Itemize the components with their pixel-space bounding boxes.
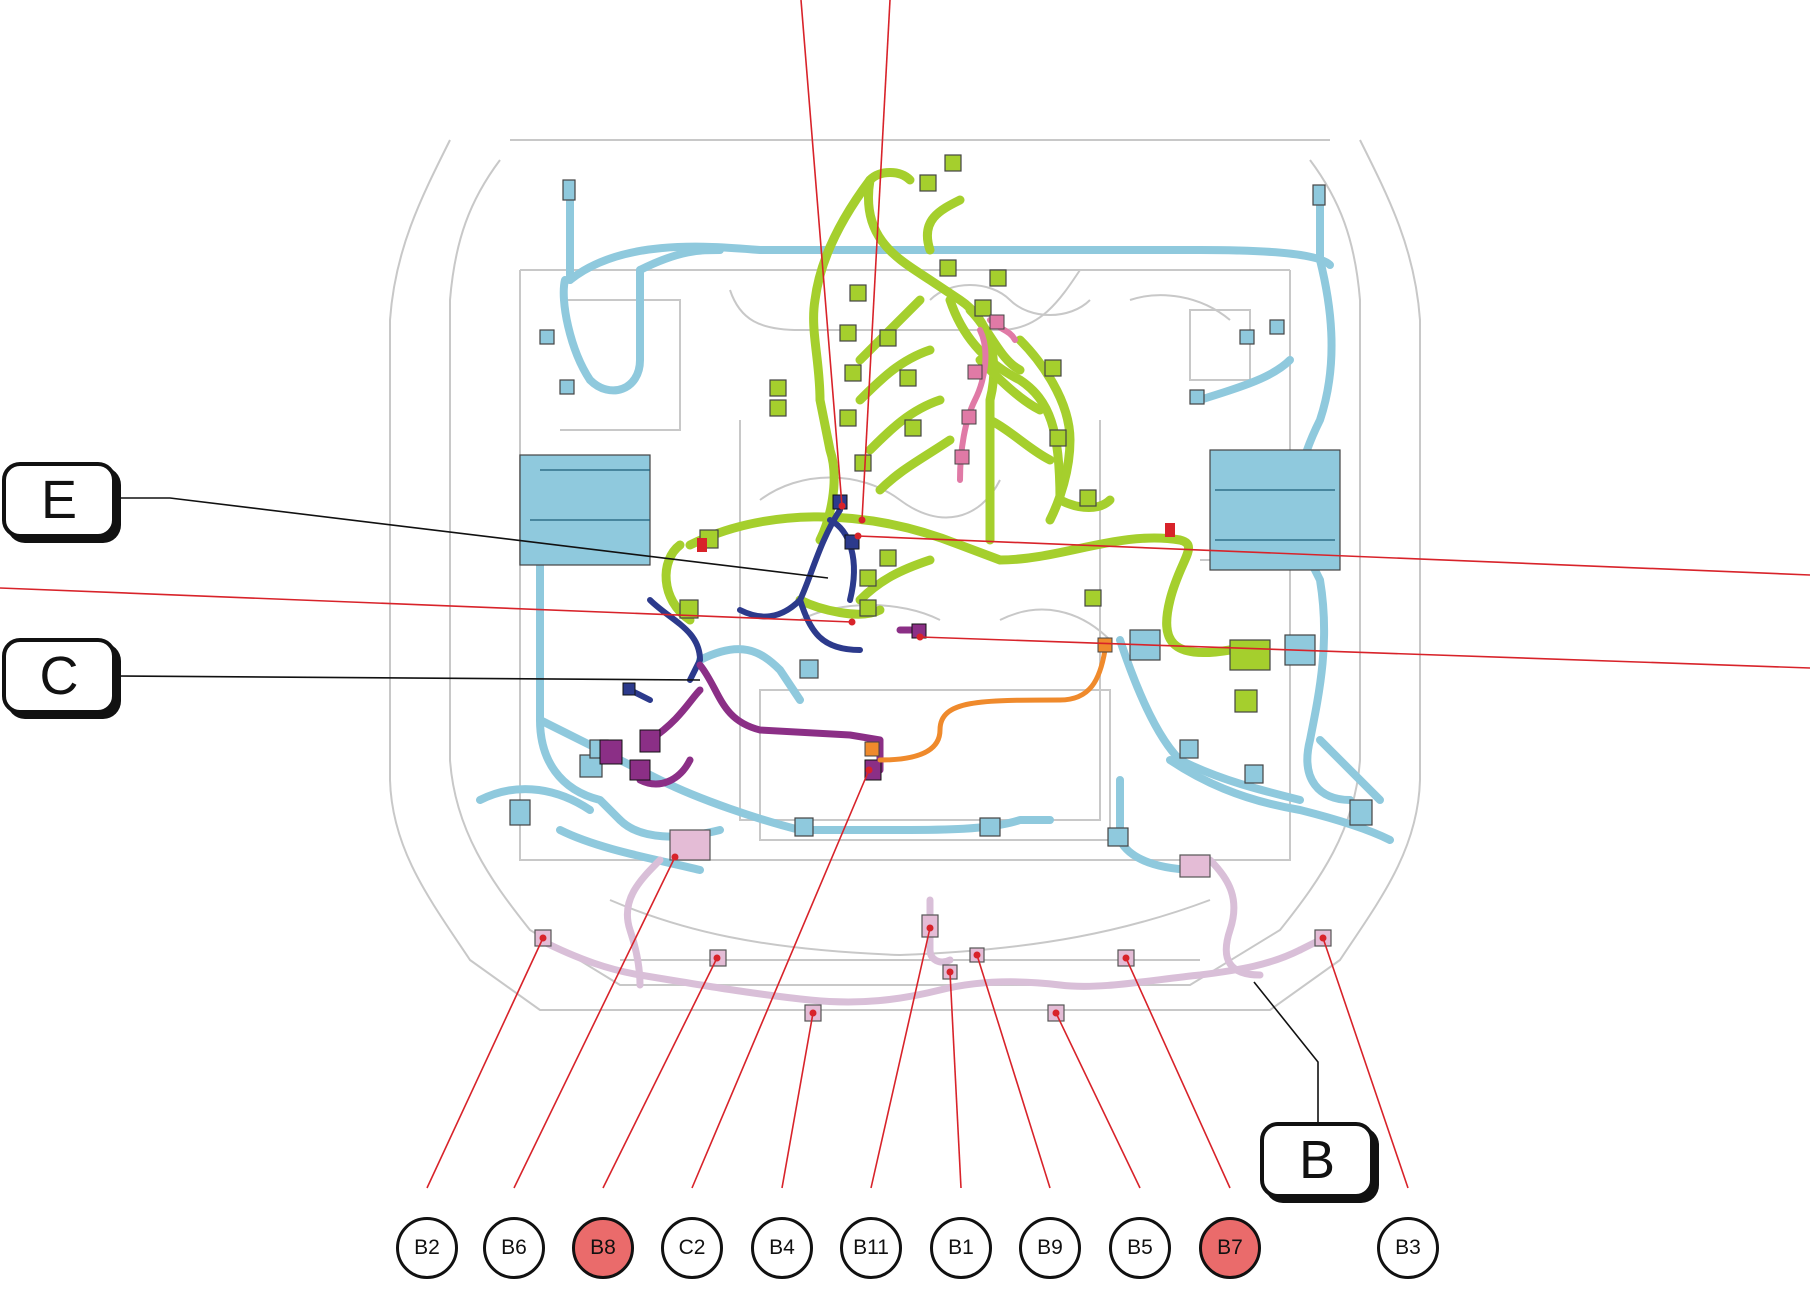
connector-b8: B8 bbox=[572, 1217, 634, 1279]
callout-label-e: E bbox=[40, 470, 78, 530]
connector-label: B2 bbox=[414, 1236, 440, 1259]
callout-box-e: E bbox=[2, 462, 116, 538]
pink-harness-connectors bbox=[954, 314, 1005, 465]
orange-harness-connectors bbox=[864, 637, 1113, 757]
connector-label: B5 bbox=[1127, 1236, 1153, 1259]
connector-label: C2 bbox=[678, 1236, 706, 1259]
connector-b11: B11 bbox=[840, 1217, 902, 1279]
connector-label: B6 bbox=[501, 1236, 527, 1259]
connector-b3: B3 bbox=[1377, 1217, 1439, 1279]
leader-lines-red bbox=[0, 0, 1810, 1189]
connector-b6: B6 bbox=[483, 1217, 545, 1279]
engine-harness bbox=[661, 168, 1235, 658]
orange-harness bbox=[877, 647, 1108, 763]
connector-label: B11 bbox=[853, 1236, 889, 1259]
connector-b4: B4 bbox=[751, 1217, 813, 1279]
engine-room-main-harness-boxes bbox=[509, 179, 1373, 847]
callout-label-b: B bbox=[1298, 1130, 1336, 1190]
connector-label: B3 bbox=[1395, 1236, 1421, 1259]
callout-box-c: C bbox=[2, 638, 116, 714]
connector-label: B8 bbox=[590, 1236, 616, 1259]
connector-c2: C2 bbox=[661, 1217, 723, 1279]
connector-b7: B7 bbox=[1199, 1217, 1261, 1279]
relay-markers bbox=[697, 523, 1175, 552]
engine-room-main-harness-detail bbox=[530, 469, 1335, 541]
leader-line-dots bbox=[539, 502, 1327, 1017]
connector-b9: B9 bbox=[1019, 1217, 1081, 1279]
callout-label-c: C bbox=[39, 646, 79, 706]
vehicle-outline bbox=[389, 139, 1421, 1011]
connector-label: B7 bbox=[1217, 1236, 1243, 1259]
leader-lines-black bbox=[111, 497, 1319, 1122]
purple-harness-connectors bbox=[599, 623, 927, 781]
connector-label: B9 bbox=[1037, 1236, 1063, 1259]
callout-box-b: B bbox=[1260, 1122, 1374, 1198]
connector-b2: B2 bbox=[396, 1217, 458, 1279]
engine-harness-connectors bbox=[679, 154, 1271, 713]
connector-label: B4 bbox=[769, 1236, 795, 1259]
connector-b5: B5 bbox=[1109, 1217, 1171, 1279]
connector-b1: B1 bbox=[930, 1217, 992, 1279]
connector-label: B1 bbox=[948, 1236, 974, 1259]
